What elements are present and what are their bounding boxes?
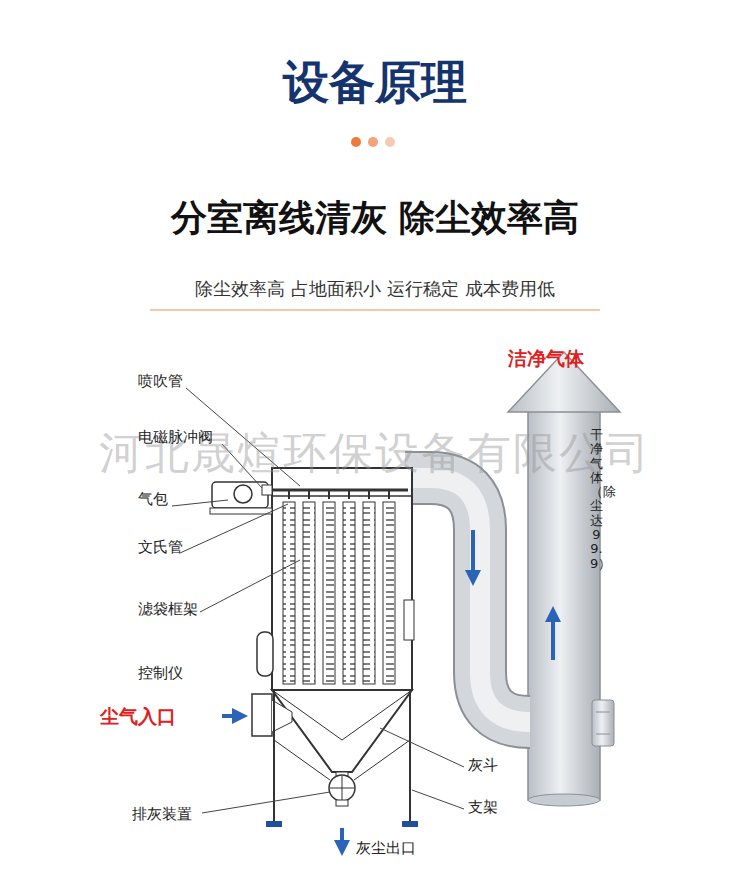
- part-label: 喷吹管: [138, 372, 183, 391]
- air-tank-part: [234, 485, 252, 503]
- controller: [257, 632, 273, 676]
- outlet-label: 灰尘出口: [356, 839, 416, 858]
- chimney-part: [528, 794, 600, 806]
- controller-part: [257, 632, 273, 676]
- part-label: 支架: [468, 798, 498, 817]
- divider-line-part: [150, 309, 600, 311]
- inlet: [252, 694, 292, 736]
- part-label: 控制仪: [138, 664, 183, 683]
- fan-part: [592, 700, 614, 746]
- fan: [592, 700, 614, 746]
- filter-bags-part: [343, 502, 355, 684]
- flow-arrows-part: [340, 828, 344, 848]
- page-title: 设备原理: [0, 52, 750, 114]
- part-label: 气包: [138, 490, 168, 509]
- inlet-label: 尘气入口: [100, 704, 176, 730]
- discharge-valve-part: [336, 800, 348, 806]
- support-legs-part: [266, 821, 282, 827]
- fan-part: [596, 712, 610, 713]
- discharge-valve: [329, 772, 355, 806]
- inlet-part: [252, 694, 272, 736]
- support-legs-part: [409, 690, 411, 822]
- flow-arrows-part: [471, 530, 475, 578]
- support-legs: [266, 690, 418, 827]
- leader-lines-part: [172, 500, 228, 506]
- outlet-label: 洁净气体: [508, 346, 584, 372]
- filter-bags-part: [363, 502, 375, 684]
- discharge-valve-part: [330, 776, 354, 800]
- air-tank-part: [262, 485, 272, 495]
- part-label: 电磁脉冲阀: [138, 428, 213, 447]
- leader-lines-part: [180, 504, 288, 553]
- vertical-label: 干净气体（除尘达99.9）: [590, 428, 603, 571]
- air-tank: [210, 482, 272, 514]
- duct-part: [405, 478, 530, 722]
- hopper: [272, 690, 412, 772]
- leader-lines-part: [380, 728, 464, 767]
- support-legs-part: [274, 740, 330, 780]
- subtitle: 分室离线清灰 除尘效率高: [0, 194, 750, 243]
- filter-bags: [283, 502, 395, 684]
- collector-body-part: [272, 495, 412, 497]
- title-dots-part: [368, 137, 378, 147]
- part-label: 排灰装置: [132, 805, 192, 824]
- blow-pipe: [258, 490, 408, 499]
- hopper-part: [342, 690, 412, 740]
- filter-bags-part: [303, 502, 315, 684]
- duct: [405, 478, 530, 722]
- flow-arrows-part: [551, 614, 555, 660]
- duct-part: [405, 478, 530, 722]
- filter-bags-part: [283, 502, 295, 684]
- fan-part: [596, 734, 610, 735]
- part-label: 灰斗: [468, 756, 498, 775]
- leader-lines-part: [200, 560, 300, 612]
- divider-line: [150, 310, 600, 311]
- hopper-part: [272, 690, 412, 772]
- blow-pipe-part: [289, 490, 389, 499]
- support-legs-part: [402, 821, 418, 827]
- leader-lines-part: [202, 792, 330, 813]
- title-dots-part: [385, 137, 395, 147]
- discharge-valve-part: [329, 775, 355, 801]
- tagline: 除尘效率高 占地面积小 运行稳定 成本费用低: [0, 277, 750, 301]
- title-dots-part: [351, 137, 361, 147]
- part-label: 文氏管: [138, 538, 183, 557]
- flow-arrows-part: [222, 714, 240, 718]
- filter-bags-part: [323, 502, 335, 684]
- collector-body: [272, 468, 414, 690]
- air-tank-part: [210, 508, 272, 514]
- hopper-part: [272, 690, 342, 740]
- support-legs-part: [354, 740, 410, 780]
- title-dots: [351, 137, 395, 147]
- collector-body-part: [404, 600, 414, 640]
- leader-lines-part: [412, 790, 464, 809]
- support-legs-part: [273, 690, 275, 822]
- part-label: 滤袋框架: [138, 600, 198, 619]
- blow-pipe-part: [258, 489, 408, 492]
- collector-body-part: [272, 468, 412, 690]
- filter-bags-part: [383, 502, 395, 684]
- watermark: 河北晟煊环保设备有限公司: [0, 424, 750, 483]
- flow-arrows: [222, 530, 553, 848]
- duct-part: [405, 478, 530, 722]
